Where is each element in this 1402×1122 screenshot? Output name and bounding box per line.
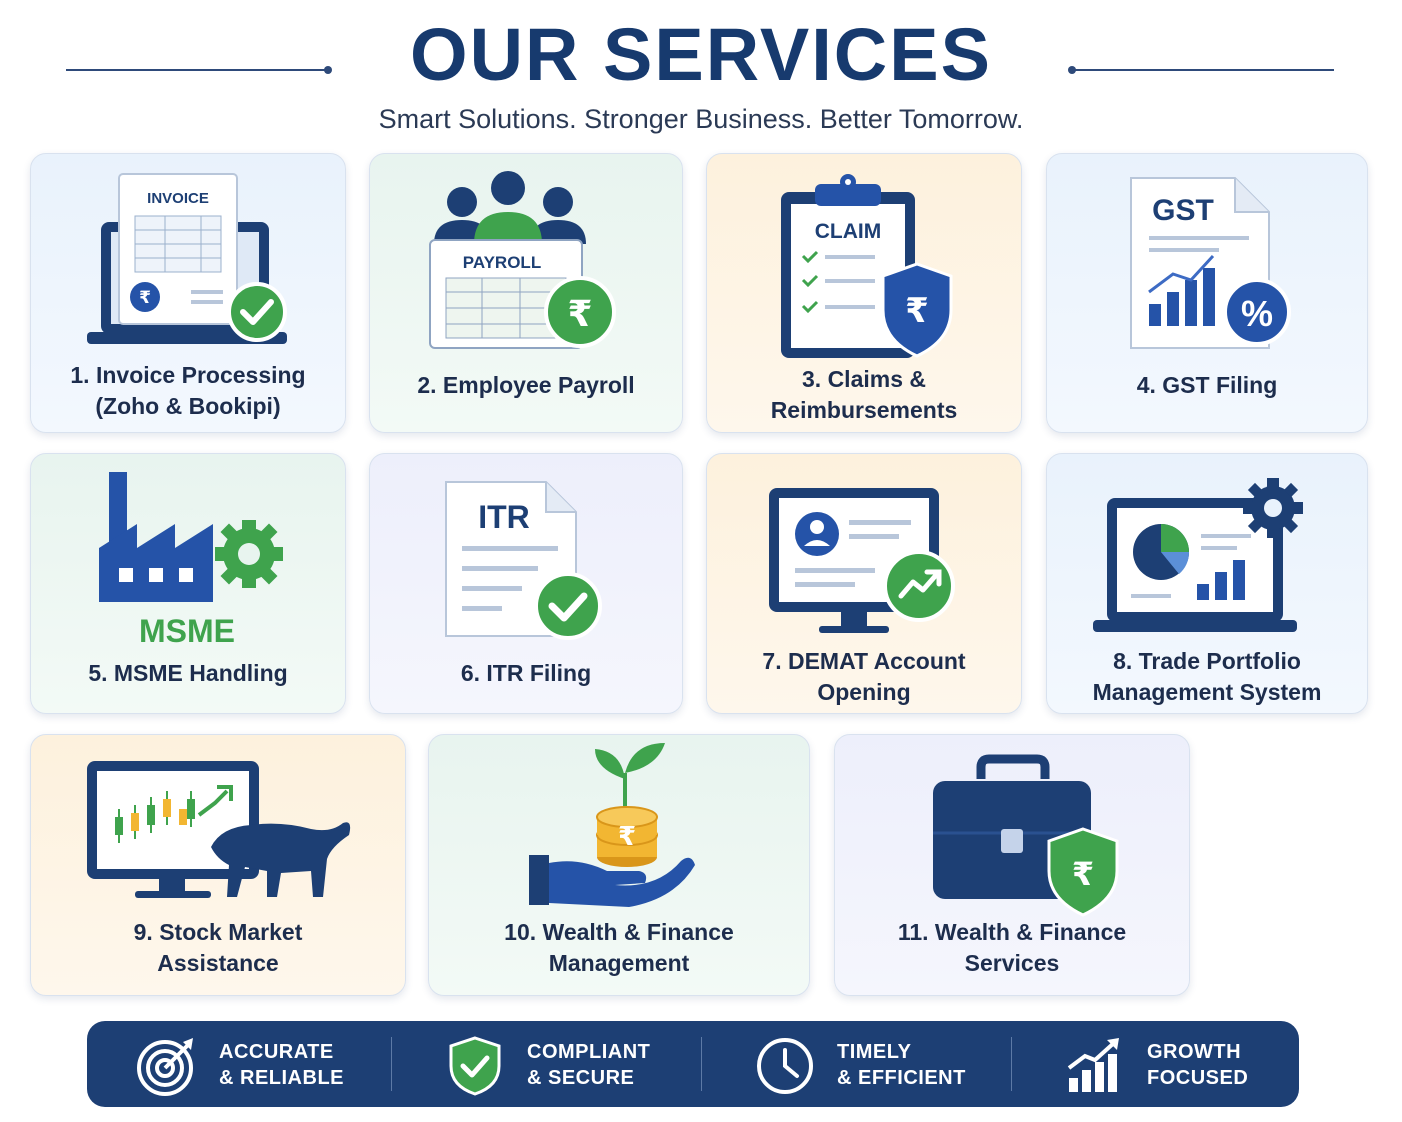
- feature-accurate: ACCURATE& RELIABLE: [87, 1021, 390, 1107]
- svg-text:CLAIM: CLAIM: [815, 220, 882, 243]
- target-icon: [137, 1038, 193, 1096]
- service-card-itr-filing: ITR 6. ITR Filing: [369, 453, 683, 714]
- growth-chart-icon: [1067, 1038, 1119, 1092]
- stock-bull-icon: [87, 761, 351, 898]
- svg-text:₹: ₹: [905, 291, 929, 331]
- itr-document-icon: ITR: [445, 481, 602, 640]
- clock-icon: [757, 1038, 813, 1094]
- header: OUR SERVICES Smart Solutions. Stronger B…: [0, 0, 1402, 145]
- feature-compliant: COMPLIANT& SECURE: [395, 1021, 698, 1107]
- service-label: 5. MSME Handling: [88, 660, 288, 686]
- svg-text:%: %: [1241, 293, 1273, 334]
- header-rule-right: [1068, 66, 1334, 74]
- svg-text:₹: ₹: [139, 288, 151, 308]
- service-label: 2. Employee Payroll: [417, 372, 635, 398]
- svg-text:MSME: MSME: [139, 613, 235, 649]
- service-card-claims: CLAIM ₹ 3. Claims &Reimbursements: [706, 153, 1022, 433]
- feature-label: TIMELY& EFFICIENT: [837, 1041, 966, 1089]
- header-rule-left: [66, 66, 332, 74]
- page-title: OUR SERVICES: [410, 13, 992, 96]
- factory-gear-icon: MSME: [99, 472, 283, 649]
- service-card-msme: MSME 5. MSME Handling: [30, 453, 346, 714]
- svg-text:₹: ₹: [618, 822, 636, 852]
- service-card-gst-filing: GST % 4. GST Filing: [1046, 153, 1368, 433]
- service-label: 6. ITR Filing: [460, 660, 592, 686]
- svg-text:INVOICE: INVOICE: [147, 190, 209, 207]
- briefcase-shield-icon: ₹: [933, 754, 1119, 917]
- svg-text:PAYROLL: PAYROLL: [463, 253, 541, 272]
- divider: [1011, 1037, 1012, 1091]
- feature-label: COMPLIANT& SECURE: [527, 1041, 651, 1089]
- service-label: 3. Claims &Reimbursements: [770, 366, 958, 423]
- feature-label: ACCURATE& RELIABLE: [219, 1041, 344, 1089]
- divider: [701, 1037, 702, 1091]
- svg-text:₹: ₹: [567, 294, 592, 335]
- payroll-icon: PAYROLL ₹: [429, 171, 616, 349]
- feature-timely: TIMELY& EFFICIENT: [705, 1021, 1008, 1107]
- svg-text:GST: GST: [1152, 194, 1214, 227]
- gst-document-icon: GST %: [1130, 177, 1291, 349]
- demat-monitor-icon: [769, 488, 955, 633]
- service-card-employee-payroll: PAYROLL ₹ 2. Employee Payroll: [369, 153, 683, 433]
- service-label: 1. Invoice Processing(Zoho & Bookipi): [70, 362, 306, 419]
- service-label: 4. GST Filing: [1136, 372, 1278, 398]
- page-subtitle: Smart Solutions. Stronger Business. Bett…: [378, 104, 1024, 134]
- portfolio-laptop-icon: [1093, 478, 1303, 632]
- features-banner: ACCURATE& RELIABLE COMPLIANT& SECURE TIM…: [87, 1021, 1299, 1107]
- plant-coins-hand-icon: ₹: [529, 743, 695, 907]
- svg-text:ITR: ITR: [478, 499, 530, 535]
- claim-clipboard-icon: CLAIM ₹: [781, 174, 953, 358]
- svg-text:₹: ₹: [1072, 855, 1094, 893]
- shield-check-icon: [449, 1036, 501, 1096]
- service-card-invoice-processing: INVOICE ₹ 1. Invoice Processing(Zoho & B…: [30, 153, 346, 433]
- divider: [391, 1037, 392, 1091]
- invoice-laptop-icon: INVOICE ₹: [87, 173, 287, 344]
